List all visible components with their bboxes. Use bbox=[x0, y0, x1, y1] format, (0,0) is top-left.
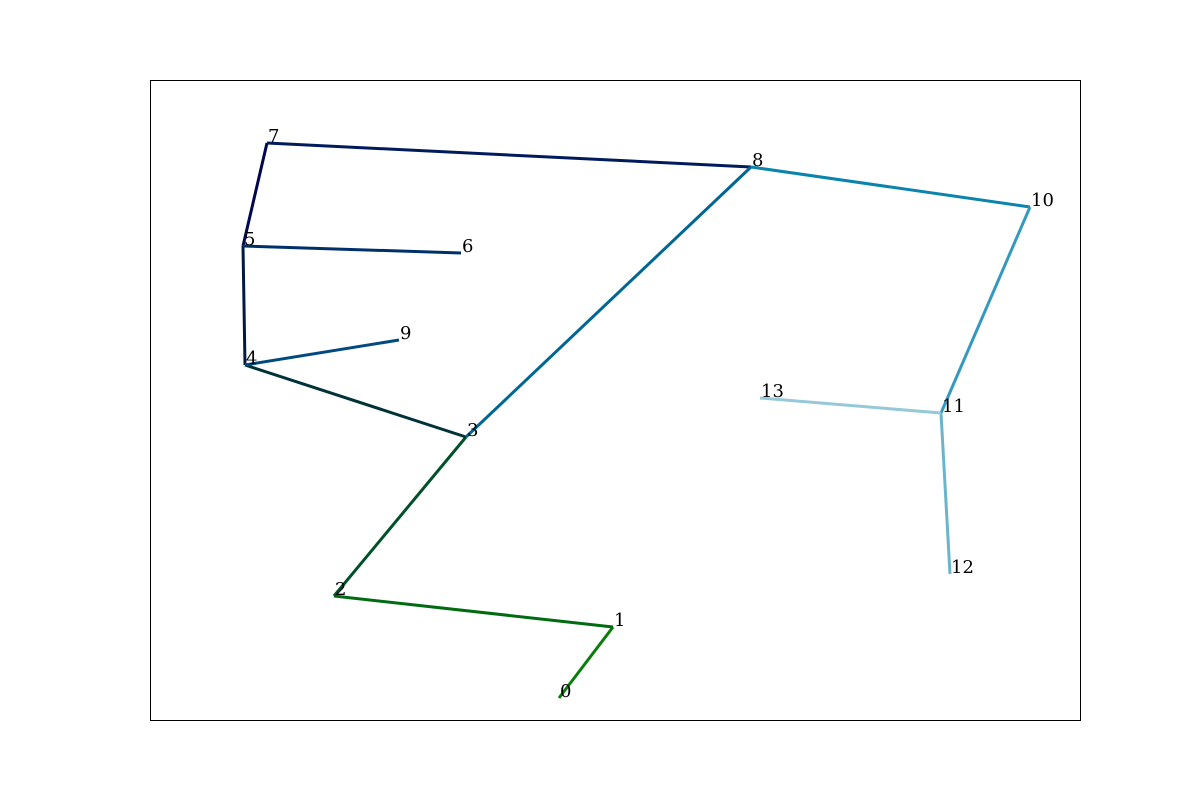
plot-frame bbox=[150, 80, 1081, 721]
edge-11-13 bbox=[759, 396, 942, 415]
node-label-4: 4 bbox=[246, 348, 257, 369]
node-label-5: 5 bbox=[244, 229, 255, 250]
node-label-1: 1 bbox=[614, 610, 625, 631]
edge-3-4 bbox=[244, 363, 467, 439]
node-label-7: 7 bbox=[268, 126, 279, 147]
node-label-6: 6 bbox=[462, 236, 473, 257]
node-label-0: 0 bbox=[560, 681, 571, 702]
node-label-10: 10 bbox=[1031, 190, 1054, 211]
edge-4-5 bbox=[241, 245, 247, 366]
edge-3-8 bbox=[464, 165, 753, 439]
node-label-2: 2 bbox=[335, 579, 346, 600]
edge-0-1 bbox=[557, 626, 615, 699]
edge-4-9 bbox=[244, 338, 400, 367]
node-label-3: 3 bbox=[467, 420, 478, 441]
edge-1-2 bbox=[333, 594, 614, 629]
edge-7-8 bbox=[266, 141, 752, 169]
node-label-11: 11 bbox=[942, 396, 965, 417]
edge-11-12 bbox=[939, 412, 952, 575]
edge-8-10 bbox=[750, 165, 1031, 209]
edge-5-7 bbox=[241, 142, 269, 247]
node-label-13: 13 bbox=[761, 381, 784, 402]
node-label-9: 9 bbox=[400, 323, 411, 344]
edges-group bbox=[241, 141, 1032, 699]
node-label-8: 8 bbox=[752, 150, 763, 171]
edge-2-3 bbox=[332, 436, 468, 597]
edge-10-11 bbox=[939, 206, 1032, 414]
node-label-12: 12 bbox=[951, 557, 974, 578]
edge-5-6 bbox=[242, 244, 462, 255]
